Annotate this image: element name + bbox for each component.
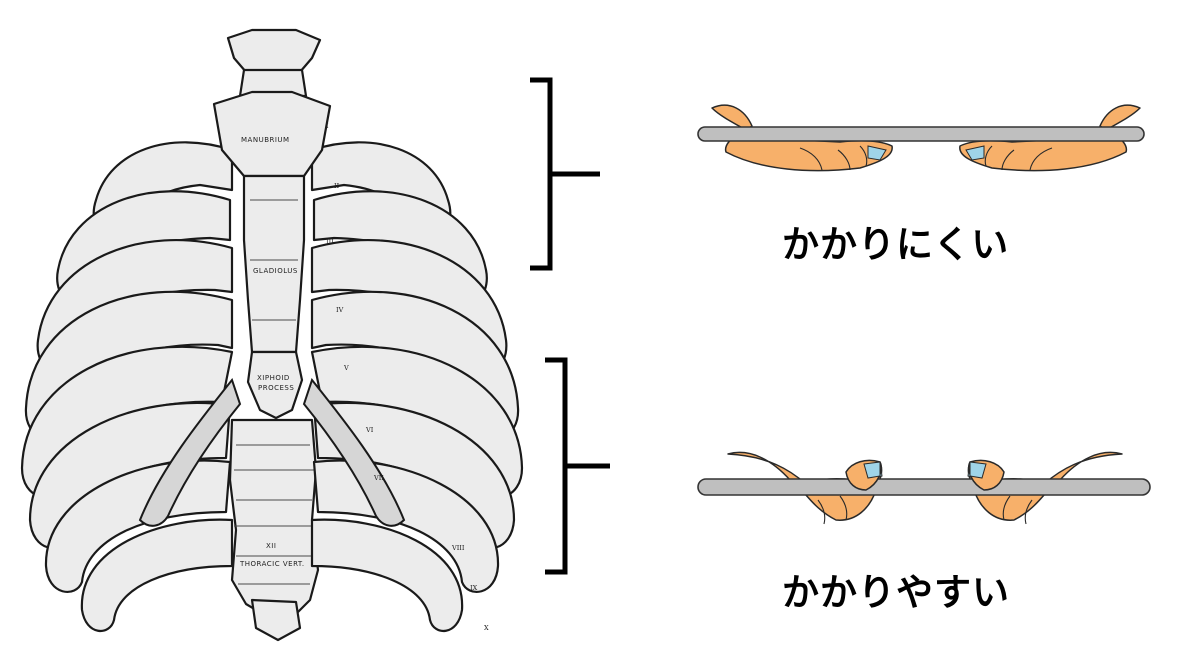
grip-hard-to-hook bbox=[697, 104, 1145, 172]
label-gladiolus: GLADIOLUS bbox=[253, 267, 298, 275]
caption-hard-to-hook: かかりにくい bbox=[782, 223, 1010, 266]
bar-top bbox=[697, 126, 1145, 142]
rib-numeral-8: VIII bbox=[451, 544, 465, 552]
label-xiphoid-1: XIPHOID bbox=[257, 374, 290, 382]
grip-easy-to-hook bbox=[697, 451, 1151, 525]
manubrium bbox=[212, 90, 332, 178]
rib-numeral-6: VI bbox=[365, 426, 374, 434]
label-xiphoid-2: PROCESS bbox=[258, 384, 294, 392]
caption-easy-to-hook: かかりやすい bbox=[782, 571, 1010, 614]
gladiolus bbox=[242, 174, 306, 354]
label-thoracic-vert: THORACIC VERT. bbox=[239, 560, 305, 568]
rib-numeral-10: X bbox=[484, 624, 489, 632]
bar-bottom bbox=[697, 478, 1151, 496]
ribs-right bbox=[302, 141, 524, 633]
label-vertebra-num: XII bbox=[266, 542, 276, 550]
rib-cage-illustration: MANUBRIUM GLADIOLUS XIPHOID PROCESS X II … bbox=[20, 28, 524, 642]
label-manubrium: MANUBRIUM bbox=[241, 136, 290, 144]
xiphoid-process bbox=[246, 350, 304, 420]
sternum: MANUBRIUM GLADIOLUS XIPHOID PROCESS XII … bbox=[212, 90, 332, 568]
rib-numerals: I II III IV V VI VII VIII IX X bbox=[326, 122, 489, 632]
ribs-left bbox=[20, 141, 242, 633]
rib-numeral-3: III bbox=[326, 238, 334, 246]
bracket-upper bbox=[530, 77, 600, 271]
rib-numeral-9: IX bbox=[470, 584, 478, 592]
rib-numeral-2: II bbox=[334, 182, 340, 190]
bracket-lower bbox=[545, 357, 610, 575]
rib-numeral-1: I bbox=[326, 122, 329, 130]
upper-vertebra bbox=[226, 28, 322, 98]
thoracic-vertebrae bbox=[228, 418, 320, 642]
rib-numeral-5: V bbox=[343, 364, 349, 372]
rib-numeral-4: IV bbox=[336, 306, 344, 314]
rib-numeral-7: VII bbox=[373, 474, 384, 482]
